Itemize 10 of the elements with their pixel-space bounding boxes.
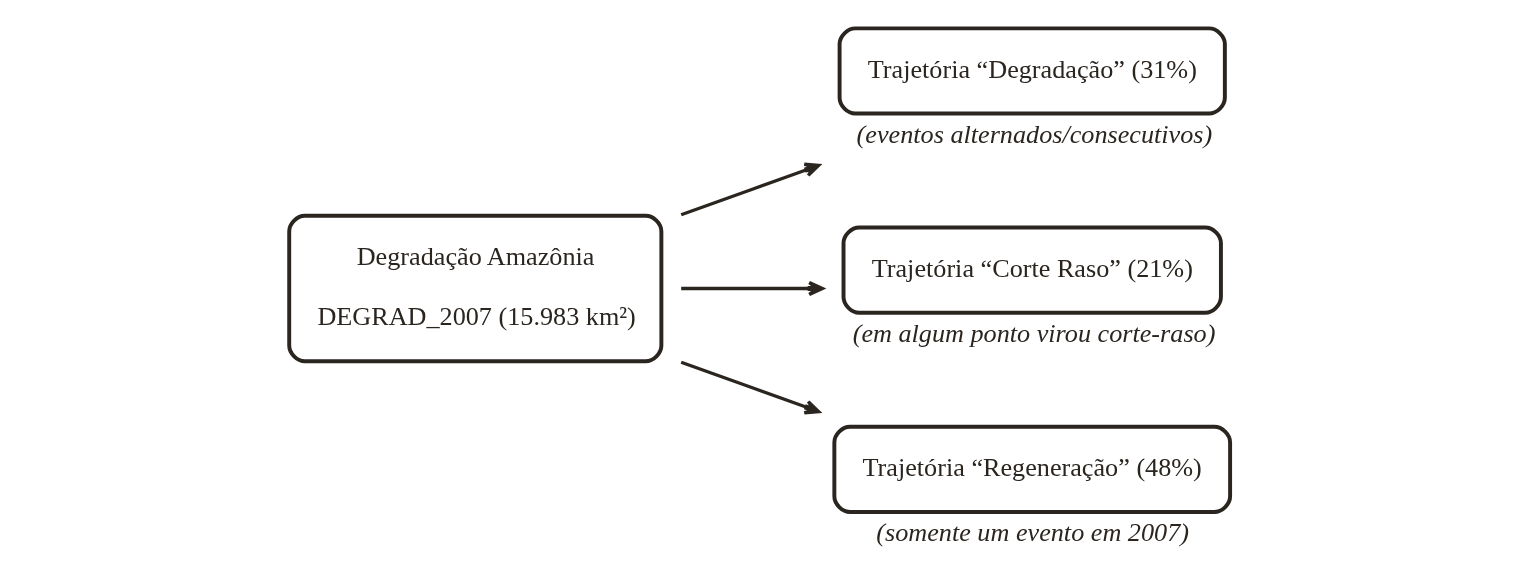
node-label: (em algum ponto virou corte-raso) bbox=[852, 319, 1215, 349]
arrow bbox=[680, 280, 824, 297]
node-box: Trajetória “Regeneração” (48%) bbox=[831, 424, 1232, 514]
node-label: (eventos alternados/consecutivos) bbox=[856, 120, 1212, 150]
arrow bbox=[680, 162, 820, 217]
arrow bbox=[680, 360, 820, 415]
node-box: Degradação Amazônia DEGRAD_2007 (15.983 km²) bbox=[286, 213, 663, 364]
node-box: Trajetória “Degradação” (31%) bbox=[837, 26, 1227, 116]
node-label: (somente um evento em 2007) bbox=[875, 518, 1189, 548]
node-box: Trajetória “Corte Raso” (21%) bbox=[841, 225, 1223, 315]
